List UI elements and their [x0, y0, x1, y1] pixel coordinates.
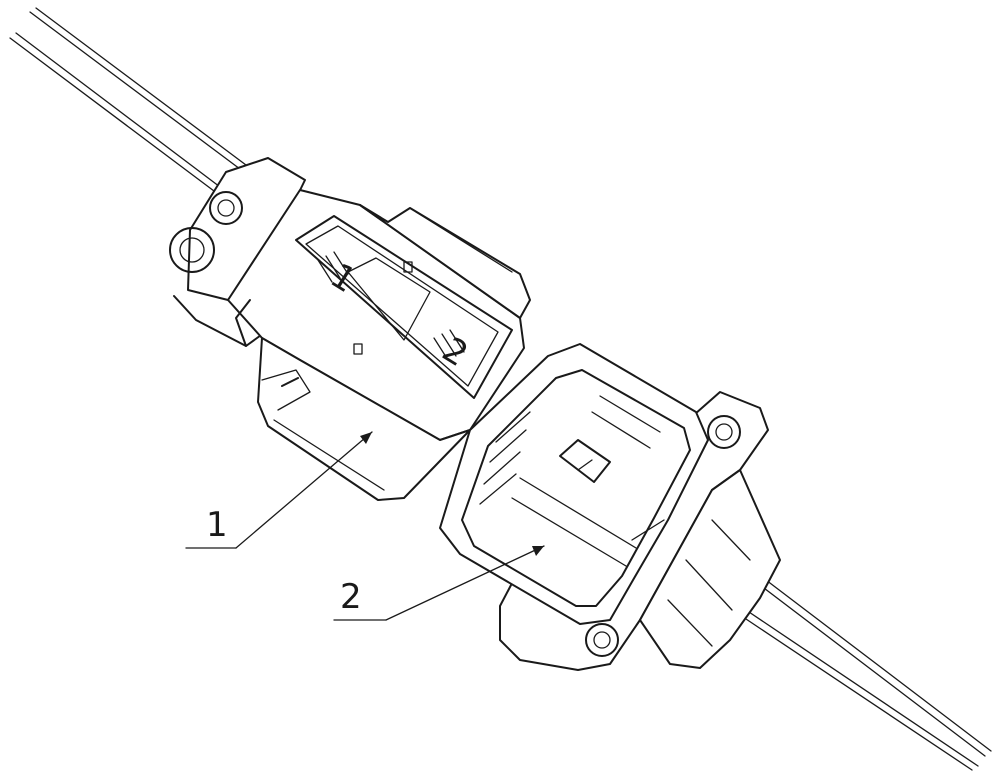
wires-right — [739, 579, 992, 771]
wires-left — [9, 7, 255, 201]
callout-1-label: 1 — [206, 505, 228, 545]
callout-1: 1 — [185, 431, 373, 549]
callout-2-label: 2 — [340, 577, 362, 617]
connector-receptacle-part-2 — [439, 343, 781, 671]
callout-2: 2 — [333, 545, 545, 621]
connector-plug-part-1 — [169, 157, 531, 501]
